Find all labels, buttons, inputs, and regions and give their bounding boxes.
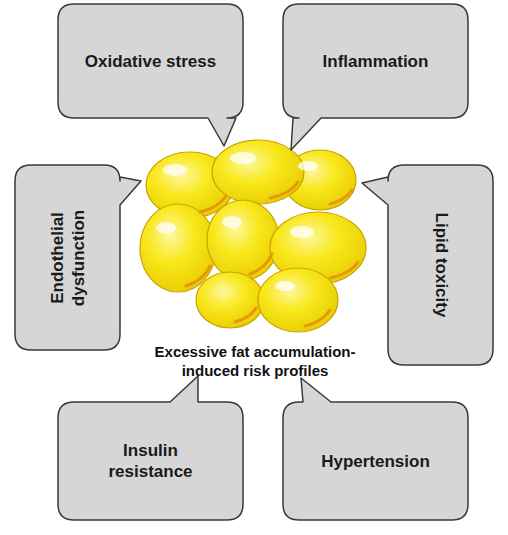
callout-shape [283,4,468,150]
callout-text: Oxidative stress [66,51,236,72]
center-caption: Excessive fat accumulation-induced risk … [135,342,375,380]
fat-cell [207,200,279,280]
callout-shape [58,4,243,146]
cell-highlight [305,310,330,326]
callout-text: Lipid toxicity [430,175,451,355]
fat-cell [258,268,338,332]
callout-text: Endothelial dysfunction [47,178,89,338]
callout-box: Endothelial dysfunction [15,165,120,350]
cell-highlight [250,254,272,274]
callout-text: Hypertension [291,451,461,472]
callout-shape [15,165,141,350]
callout-shape [283,378,468,520]
callout-box: Oxidative stress [58,4,243,118]
callout-text: Insulin resistance [91,440,211,482]
callout-outline [58,402,243,520]
cell-shine [298,161,318,171]
callout-shape [58,376,243,520]
fat-cell [196,272,264,328]
callout-outline [15,165,120,350]
callout-box: Lipid toxicity [388,165,493,365]
fat-cell [140,204,216,292]
cell-shine [230,152,256,164]
callout-box: Inflammation [283,4,468,118]
cell-highlight [330,190,352,204]
cell-highlight [330,262,358,278]
cell-highlight [186,266,210,286]
cell-shine [275,281,295,291]
callout-text: Inflammation [291,51,461,72]
callout-box: Insulin resistance [58,402,243,520]
cell-shine [156,222,176,234]
cell-highlight [200,196,226,212]
cell-shine [290,226,314,238]
callout-shape [362,165,493,365]
cell-shine [222,216,242,228]
fat-cell [212,140,304,204]
callout-box: Hypertension [283,402,468,520]
cell-highlight [235,308,256,322]
cell-highlight [270,182,298,198]
cell-shine [163,164,187,176]
